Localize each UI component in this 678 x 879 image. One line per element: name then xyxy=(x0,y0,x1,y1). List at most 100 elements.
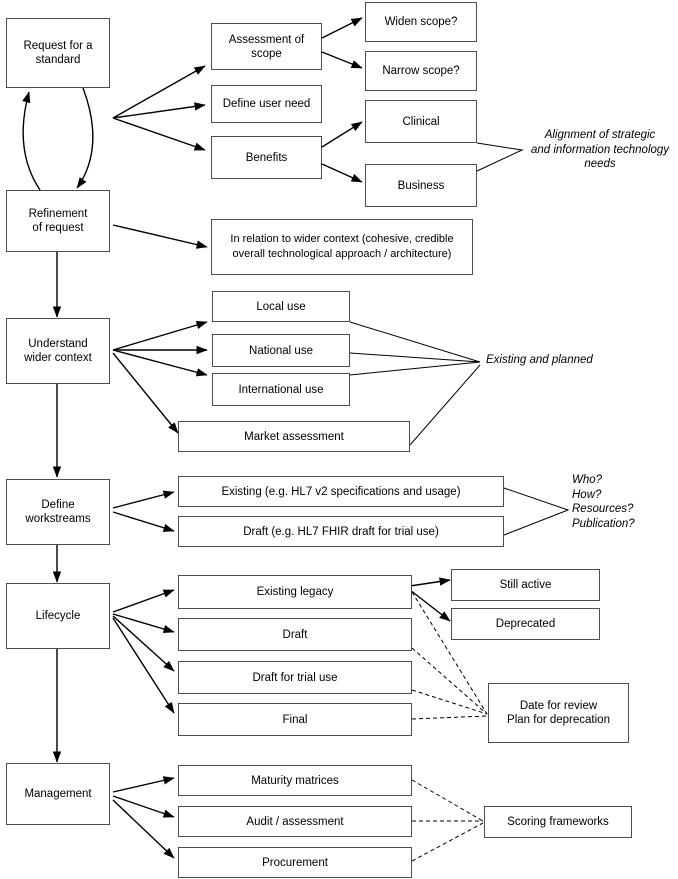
edge-national-existing xyxy=(349,352,481,363)
node-label-draft: Draft xyxy=(282,628,308,641)
node-label-clinical: Clinical xyxy=(402,115,440,128)
node-draft-fhir[interactable]: Draft (e.g. HL7 FHIR draft for trial use… xyxy=(178,516,504,547)
stage-box-management[interactable]: Management xyxy=(6,763,110,825)
node-benefits[interactable]: Benefits xyxy=(211,136,322,179)
node-market-assessment[interactable]: Market assessment xyxy=(178,421,410,452)
annotation-questions-line2: How? xyxy=(572,488,602,501)
node-audit-assessment[interactable]: Audit / assessment xyxy=(178,806,412,837)
edge-fan-assessment xyxy=(112,65,206,119)
stage-label-management: Management xyxy=(24,788,92,800)
edge-benefits-clinical xyxy=(321,121,363,148)
stage-label-request-line2: standard xyxy=(35,54,81,66)
node-label-national-use: National use xyxy=(249,344,313,357)
edge-dashed-trial-review xyxy=(411,689,488,715)
node-label-widen-scope: Widen scope? xyxy=(384,16,458,28)
node-label-draft-for-trial-use: Draft for trial use xyxy=(252,671,338,684)
annotation-questions: Who? How? Resources? Publication? xyxy=(572,473,672,531)
edge-understand-local xyxy=(112,320,208,351)
edge-fan-benefits xyxy=(112,117,206,151)
node-label-market-assessment: Market assessment xyxy=(244,430,344,443)
node-assessment-of-scope[interactable]: Assessment of scope xyxy=(211,23,322,70)
stage-box-lifecycle[interactable]: Lifecycle xyxy=(6,583,110,649)
edge-workstreams-draft xyxy=(112,511,175,532)
edge-local-existing xyxy=(349,321,481,363)
node-label-draft-fhir: Draft (e.g. HL7 FHIR draft for trial use… xyxy=(243,525,439,538)
annotation-existing-and-planned: Existing and planned xyxy=(486,353,666,368)
node-national-use[interactable]: National use xyxy=(212,334,350,367)
edge-workstreams-existing xyxy=(112,490,175,509)
stage-label-workstreams-line1: Define xyxy=(41,499,75,511)
node-label-existing-specs: Existing (e.g. HL7 v2 specifications and… xyxy=(221,485,461,498)
node-scoring-frameworks[interactable]: Scoring frameworks xyxy=(484,806,632,838)
edge-management-maturity xyxy=(112,776,175,793)
edge-assessment-widen xyxy=(321,17,363,39)
node-draft[interactable]: Draft xyxy=(178,618,412,651)
node-label-maturity-matrices: Maturity matrices xyxy=(251,774,339,787)
node-label-assessment-line1: Assessment of xyxy=(228,33,305,46)
annotation-existing-planned-line1: Existing and planned xyxy=(486,354,593,366)
stage-label-lifecycle: Lifecycle xyxy=(35,610,81,622)
edge-refinement-wider-context xyxy=(112,224,208,249)
edge-dashed-final-review xyxy=(411,715,488,720)
edge-lifecycle-draft xyxy=(112,613,175,634)
node-date-for-review[interactable]: Date for review Plan for deprecation xyxy=(488,683,629,743)
edge-request-to-refinement xyxy=(76,87,94,189)
node-still-active[interactable]: Still active xyxy=(451,569,600,601)
edge-legacy-still-active xyxy=(409,577,451,587)
stage-box-understand[interactable]: Understand wider context xyxy=(6,318,110,384)
node-label-benefits: Benefits xyxy=(245,151,288,164)
node-label-procurement: Procurement xyxy=(262,856,328,869)
stage-label-workstreams-line2: workstreams xyxy=(25,513,91,525)
node-label-define-user-need: Define user need xyxy=(222,98,311,110)
node-business[interactable]: Business xyxy=(365,164,477,207)
annotation-alignment-line2: and information technology xyxy=(530,143,670,156)
node-label-assessment-line2: scope xyxy=(251,47,282,60)
node-label-deprecated: Deprecated xyxy=(495,618,556,630)
stage-label-understand-line1: Understand xyxy=(28,338,88,350)
stage-label-refinement-line1: Refinement xyxy=(28,208,88,220)
edge-management-audit xyxy=(112,795,175,818)
stage-label-understand-line2: wider context xyxy=(24,352,92,364)
edge-bracket-alignment xyxy=(476,142,524,172)
node-international-use[interactable]: International use xyxy=(212,373,350,406)
node-label-narrow-scope: Narrow scope? xyxy=(382,65,460,77)
stage-box-workstreams[interactable]: Define workstreams xyxy=(6,479,110,545)
node-narrow-scope[interactable]: Narrow scope? xyxy=(365,51,477,91)
edge-lifecycle-existing-legacy xyxy=(112,589,175,613)
node-clinical[interactable]: Clinical xyxy=(365,100,477,143)
annotation-questions-line4: Publication? xyxy=(572,517,635,530)
node-define-user-need[interactable]: Define user need xyxy=(211,85,322,123)
node-final[interactable]: Final xyxy=(178,703,412,736)
node-label-date-for-review-line1: Date for review xyxy=(519,700,598,712)
annotation-alignment-line3: needs xyxy=(584,158,616,170)
edge-management-procurement xyxy=(112,799,175,859)
node-label-existing-legacy: Existing legacy xyxy=(256,586,334,598)
node-procurement[interactable]: Procurement xyxy=(178,847,412,878)
node-label-audit-assessment: Audit / assessment xyxy=(246,815,344,828)
edge-international-existing xyxy=(349,361,481,376)
node-label-date-for-review-line2: Plan for deprecation xyxy=(507,714,610,726)
node-widen-scope[interactable]: Widen scope? xyxy=(365,2,477,42)
edge-fan-user-need xyxy=(112,102,206,119)
node-existing-specs[interactable]: Existing (e.g. HL7 v2 specifications and… xyxy=(178,476,504,507)
node-label-wider-context-line1: In relation to wider context (cohesive, … xyxy=(230,233,454,245)
annotation-questions-line1: Who? xyxy=(572,474,603,486)
edge-refinement-to-request xyxy=(22,91,41,191)
edge-understand-market xyxy=(112,352,179,434)
annotation-questions-line3: Resources? xyxy=(572,503,634,515)
node-draft-for-trial-use[interactable]: Draft for trial use xyxy=(178,661,412,694)
node-local-use[interactable]: Local use xyxy=(212,291,350,322)
edge-dashed-procurement-scoring xyxy=(411,822,484,862)
node-label-scoring-frameworks: Scoring frameworks xyxy=(507,816,609,828)
edge-lifecycle-draft-trial xyxy=(112,615,175,672)
stage-label-request-line1: Request for a xyxy=(23,40,93,52)
node-wider-context[interactable]: In relation to wider context (cohesive, … xyxy=(211,219,473,275)
edge-dashed-draft-review xyxy=(411,647,488,715)
edge-market-existing xyxy=(409,364,481,446)
node-maturity-matrices[interactable]: Maturity matrices xyxy=(178,765,412,796)
node-deprecated[interactable]: Deprecated xyxy=(451,608,600,640)
stage-box-request[interactable]: Request for a standard xyxy=(6,18,110,88)
stage-box-refinement[interactable]: Refinement of request xyxy=(6,190,110,252)
node-existing-legacy[interactable]: Existing legacy xyxy=(178,575,412,609)
